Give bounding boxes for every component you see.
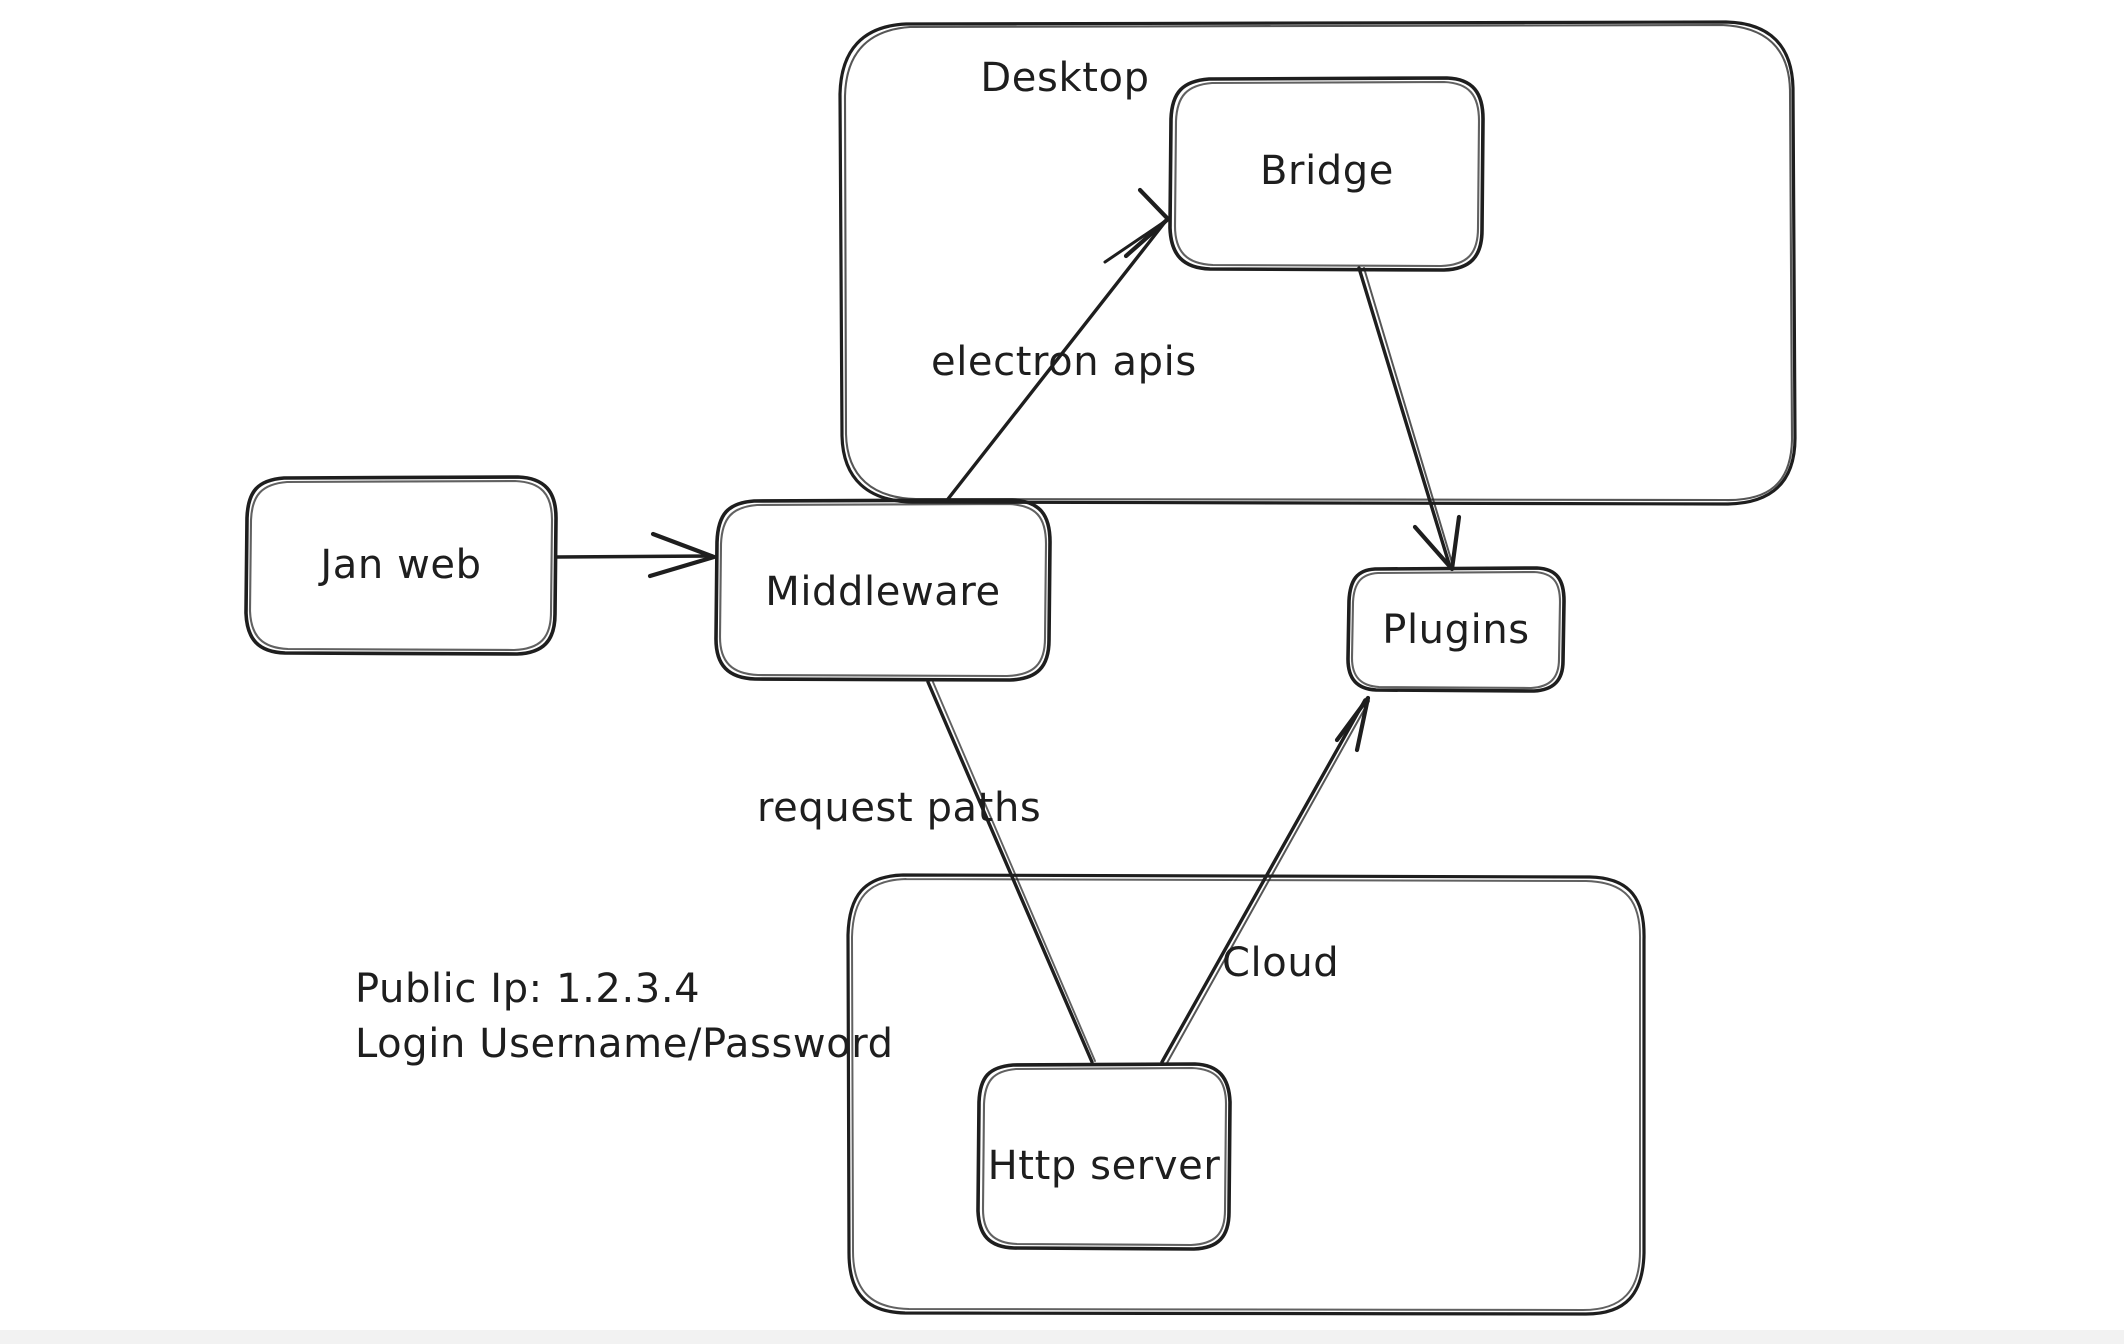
bridge-box-outline bbox=[1168, 76, 1485, 272]
desktop-container-outline bbox=[838, 20, 1797, 506]
electron-apis-edge-label: electron apis bbox=[931, 339, 1197, 385]
bridge-plugins-line-second-pass bbox=[1363, 267, 1454, 567]
edge-middleware-to-bridge[interactable]: electron apis bbox=[931, 187, 1197, 501]
jan-web-box-outline bbox=[244, 475, 558, 656]
node-bridge[interactable]: Bridge bbox=[1168, 76, 1485, 272]
node-jan-web[interactable]: Jan web bbox=[244, 475, 558, 656]
bridge-box-outline-second-pass bbox=[1173, 80, 1481, 268]
janweb-middleware-arrowhead bbox=[647, 531, 717, 579]
http-server-box-outline bbox=[976, 1062, 1232, 1251]
group-cloud[interactable] bbox=[846, 873, 1646, 1316]
node-http-server[interactable]: Http server bbox=[976, 1062, 1232, 1251]
plugins-box-outline-second-pass bbox=[1350, 570, 1562, 690]
edge-bridge-to-plugins[interactable] bbox=[1357, 266, 1462, 572]
http-server-box-outline-second-pass bbox=[981, 1066, 1228, 1247]
notes-block: Public Ip: 1.2.3.4 Login Username/Passwo… bbox=[355, 966, 894, 1067]
plugins-label: Plugins bbox=[1382, 607, 1529, 653]
jan-web-label: Jan web bbox=[317, 542, 481, 588]
jan-web-box-outline-second-pass bbox=[248, 479, 554, 652]
edge-httpserver-to-plugins[interactable]: Cloud bbox=[1160, 695, 1371, 1064]
note-public-ip: Public Ip: 1.2.3.4 bbox=[355, 966, 700, 1012]
bridge-plugins-line bbox=[1357, 266, 1452, 569]
http-server-label: Http server bbox=[988, 1143, 1221, 1189]
middleware-bridge-arrowhead-second bbox=[1103, 218, 1169, 264]
edge-janweb-to-middleware[interactable] bbox=[555, 531, 717, 579]
middleware-httpserver-line bbox=[926, 680, 1094, 1064]
middleware-label: Middleware bbox=[765, 569, 1001, 615]
httpserver-plugins-arrowhead bbox=[1334, 695, 1371, 753]
middleware-bridge-line bbox=[946, 220, 1167, 501]
middleware-box-outline-second-pass bbox=[718, 502, 1048, 678]
note-login-credentials: Login Username/Password bbox=[355, 1021, 894, 1067]
janweb-middleware-line bbox=[555, 554, 714, 559]
middleware-box-outline bbox=[714, 498, 1052, 682]
request-paths-edge-label: request paths bbox=[757, 785, 1041, 831]
cloud-container-outline bbox=[846, 873, 1646, 1316]
bridge-plugins-arrowhead bbox=[1412, 514, 1462, 572]
node-plugins[interactable]: Plugins bbox=[1346, 566, 1566, 693]
httpserver-plugins-line-second-pass bbox=[1166, 700, 1370, 1064]
cloud-edge-label: Cloud bbox=[1222, 940, 1339, 986]
edge-middleware-to-http-server[interactable]: request paths bbox=[757, 680, 1096, 1064]
desktop-group-label: Desktop bbox=[980, 55, 1149, 101]
node-middleware[interactable]: Middleware bbox=[714, 498, 1052, 682]
plugins-box-outline bbox=[1346, 566, 1566, 693]
group-desktop[interactable]: Desktop bbox=[838, 20, 1797, 506]
bridge-label: Bridge bbox=[1260, 148, 1394, 194]
middleware-httpserver-line-second-pass bbox=[932, 681, 1096, 1062]
bottom-edge-strip bbox=[0, 1330, 2124, 1344]
httpserver-plugins-line bbox=[1160, 698, 1367, 1064]
desktop-container-outline-second-pass bbox=[843, 23, 1794, 502]
cloud-container-outline-second-pass bbox=[851, 878, 1642, 1311]
